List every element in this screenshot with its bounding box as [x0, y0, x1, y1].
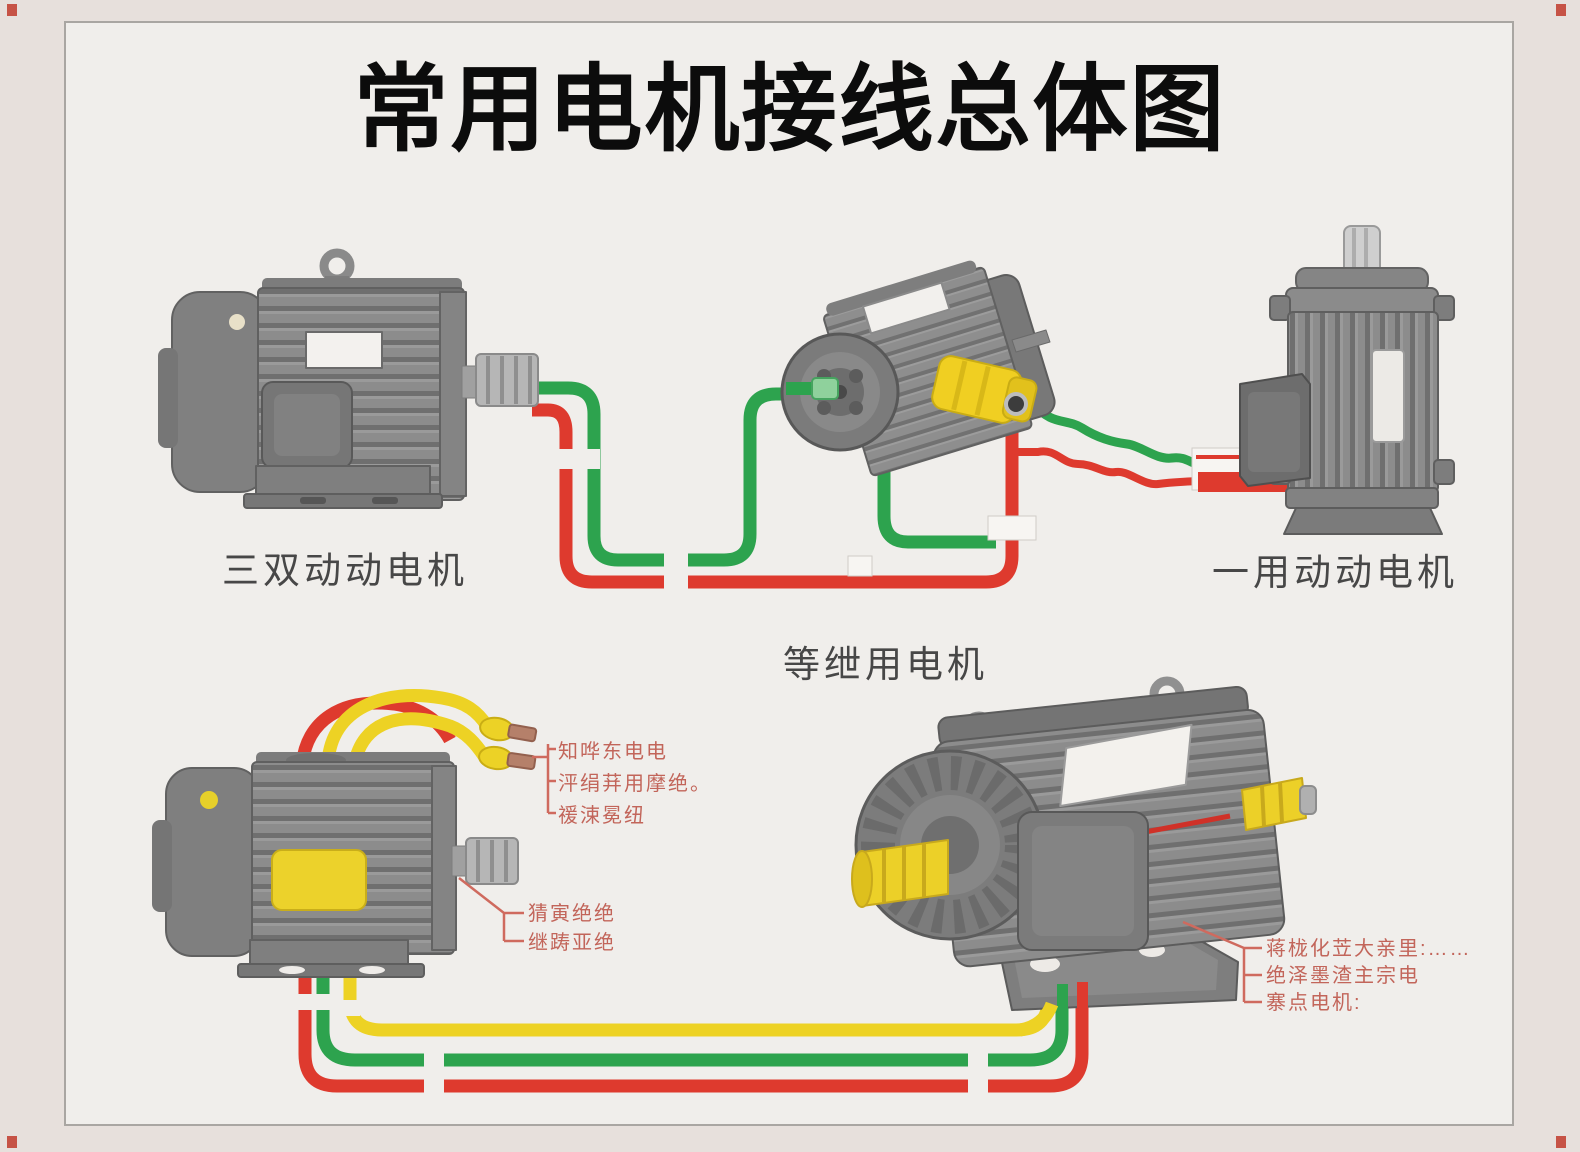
wire-green-stub: [1057, 984, 1068, 1010]
motor-top-center: [780, 260, 1056, 477]
annotation-bottom-right-group: 蒋栊化苙大亲里:…… 绝泽墨渣主宗电 寨点电机:: [1266, 936, 1472, 1017]
wire-red-wavy: [1012, 447, 1200, 489]
wire-connector: [987, 515, 1037, 541]
wire-green-top-left: [532, 381, 814, 567]
annotation-shaft-group: 猜寅绝绝 继踌亚绝: [528, 900, 616, 958]
wire-yellow-base: [1018, 1001, 1059, 1037]
annotation-line: 蒋栊化苙大亲里:……: [1266, 938, 1472, 960]
motor-bottom-left: [152, 752, 519, 978]
annotation-line: 绝泽墨渣主宗电: [1266, 965, 1420, 987]
annotation-line: 知哗东电电: [558, 741, 668, 763]
wire-connector: [847, 555, 873, 577]
corner-mark: [1556, 4, 1566, 16]
label-center-motor: 等绁用电机: [783, 644, 988, 685]
wire-red-stub: [1077, 982, 1088, 1008]
wire-gap: [424, 1050, 444, 1096]
motor-top-right: [1239, 225, 1455, 535]
annotation-terminal-group: 知哗东电电 泙绢荓用摩绝。 禐涑冕纽: [558, 736, 712, 832]
wire-yellow-leads: [321, 689, 493, 768]
page-title: 常用电机接线总体图: [353, 57, 1227, 163]
green-face-connector: [811, 377, 839, 400]
annotation-line: 猜寅绝绝: [528, 903, 616, 925]
wire-green-wavy: [1029, 399, 1205, 469]
wire-gap: [664, 552, 688, 592]
annotation-line: 继踌亚绝: [528, 932, 616, 954]
annotation-line: 泙绢荓用摩绝。: [558, 773, 712, 795]
corner-mark: [7, 4, 17, 16]
annotation-line: 寨点电机:: [1266, 992, 1362, 1014]
wire-gap: [968, 1050, 988, 1096]
label-top-left-motor: 三双动动电机: [222, 550, 468, 591]
wire-red-top-left: [532, 403, 1019, 589]
red-stripe: [1139, 813, 1231, 836]
wire-green-bottom: [316, 966, 1069, 1067]
corner-mark: [7, 1136, 17, 1148]
wire-green-center-drop: [877, 458, 996, 549]
wire-gap: [296, 994, 334, 1010]
wire-gap: [554, 449, 600, 469]
corner-mark: [1556, 1136, 1566, 1148]
motor-top-left: [158, 248, 539, 509]
motor-bottom-right: [851, 676, 1317, 1037]
label-top-right-motor: 一用动动电机: [1212, 552, 1458, 593]
leader-lines: [458, 744, 1262, 1004]
wire-gap: [342, 1000, 360, 1016]
wire-terminal-ferrules: [478, 716, 538, 771]
annotation-line: 禐涑冕纽: [558, 805, 646, 827]
wire-red-bottom: [298, 966, 1089, 1093]
wire-yellow-bottom: [343, 966, 1055, 1037]
